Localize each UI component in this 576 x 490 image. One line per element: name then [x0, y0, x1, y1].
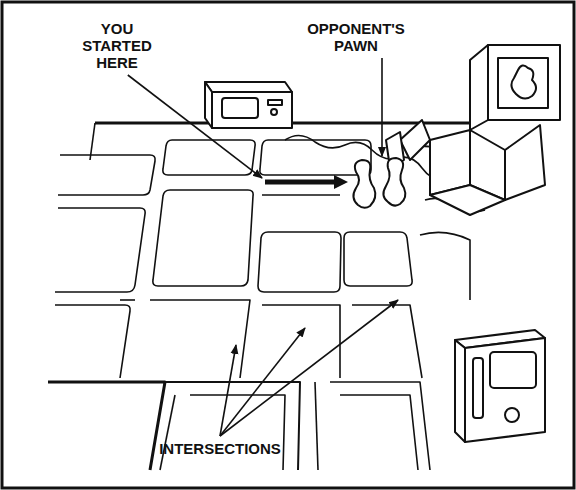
leader-line [220, 345, 236, 436]
booth [386, 45, 560, 215]
leader-line [381, 58, 383, 156]
callout-label: OPPONENT'S PAWN [300, 20, 412, 54]
vending-machine [455, 330, 545, 442]
callout-label: YOU STARTED HERE [72, 20, 162, 71]
register-machine [205, 82, 292, 128]
callout-label: INTERSECTIONS [135, 440, 305, 457]
leader-line [220, 328, 305, 436]
move-arrow [265, 180, 336, 185]
arrow-head [334, 175, 348, 189]
pawns [353, 158, 405, 208]
leader-line [220, 300, 398, 436]
board [48, 123, 485, 470]
leader-line [128, 75, 262, 178]
